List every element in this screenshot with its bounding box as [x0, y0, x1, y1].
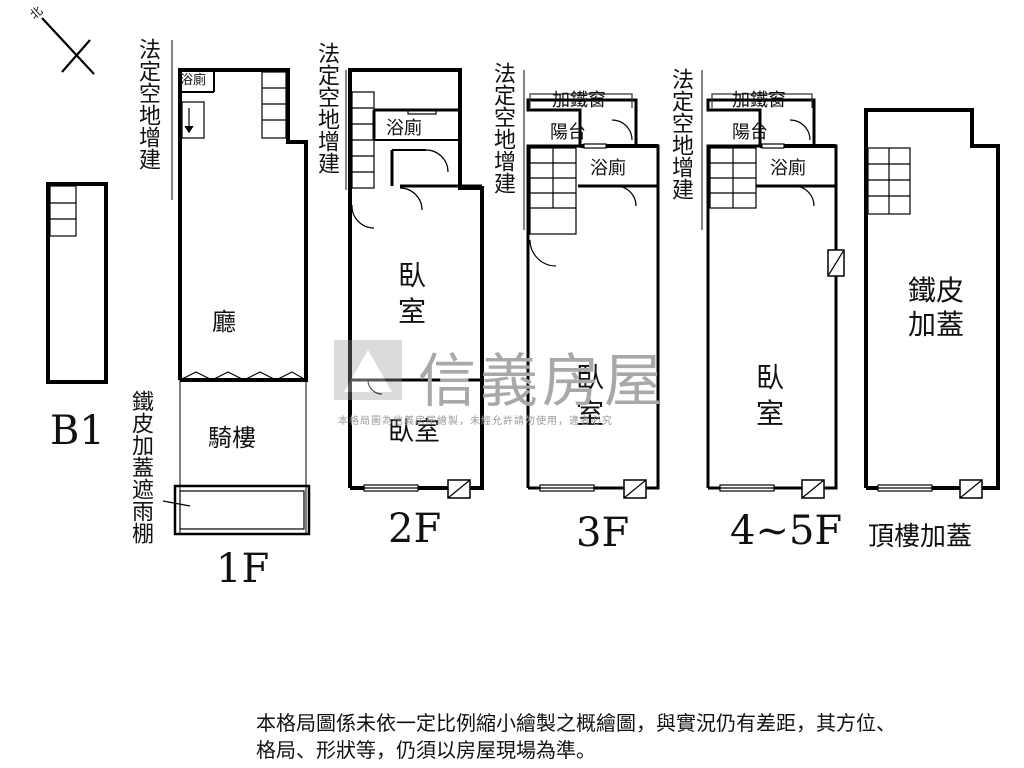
north-arrow-icon	[41, 17, 95, 75]
f1-outline	[162, 68, 311, 536]
floor-label-45f: 4~5F	[730, 508, 843, 554]
floor-label-roof: 頂樓加蓋	[868, 522, 973, 552]
legal-space-label-1: 法定空地增建	[135, 38, 160, 170]
b1-outline	[46, 182, 108, 384]
f3-bed-label: 臥 室	[576, 361, 605, 430]
brand-logo-icon	[334, 340, 402, 400]
f45-bed-label: 臥 室	[756, 361, 785, 430]
f3-window-label: 加鐵窗	[552, 90, 606, 111]
f1-arcade-label: 騎樓	[208, 424, 256, 452]
legal-space-label-3: 法定空地增建	[490, 62, 515, 194]
floor-label-b1: B1	[50, 408, 105, 454]
floor-label-2f: 2F	[388, 506, 442, 552]
f3-outline	[526, 98, 660, 499]
floor-label-1f: 1F	[216, 546, 270, 592]
f2-outline	[348, 68, 484, 499]
canopy-label: 鐵皮加蓋遮雨棚	[128, 390, 153, 544]
legal-space-label-2: 法定空地增建	[314, 42, 339, 174]
legal-space-label-4: 法定空地增建	[668, 68, 693, 200]
roof-room-label: 鐵皮 加蓋	[908, 274, 965, 341]
f1-hall-label: 廳	[212, 308, 236, 336]
roof-outline	[864, 108, 1000, 499]
f3-balcony-label: 陽台	[550, 122, 586, 143]
floor-label-3f: 3F	[576, 510, 630, 556]
f2-bed-upper-label: 臥 室	[398, 259, 427, 328]
f3-bath-label: 浴廁	[590, 157, 626, 179]
watermark-brand: 信義房屋	[418, 347, 667, 415]
disclaimer-text: 本格局圖係未依一定比例縮小繪製之概繪圖，與實況仍有差距，其方位、格局、形狀等，仍…	[256, 711, 896, 762]
f45-outline	[706, 98, 845, 499]
f45-balcony-label: 陽台	[732, 122, 768, 143]
f1-bath-label: 浴廁	[180, 72, 206, 88]
f45-bath-label: 浴廁	[770, 157, 806, 179]
watermark-notice: 本格局圖為信義房屋繪製，未經允許請勿使用，違者必究	[338, 416, 613, 427]
f2-bed-lower-label: 臥室	[388, 417, 440, 447]
f45-window-label: 加鐵窗	[732, 90, 786, 111]
f2-bath-label: 浴廁	[386, 117, 422, 139]
